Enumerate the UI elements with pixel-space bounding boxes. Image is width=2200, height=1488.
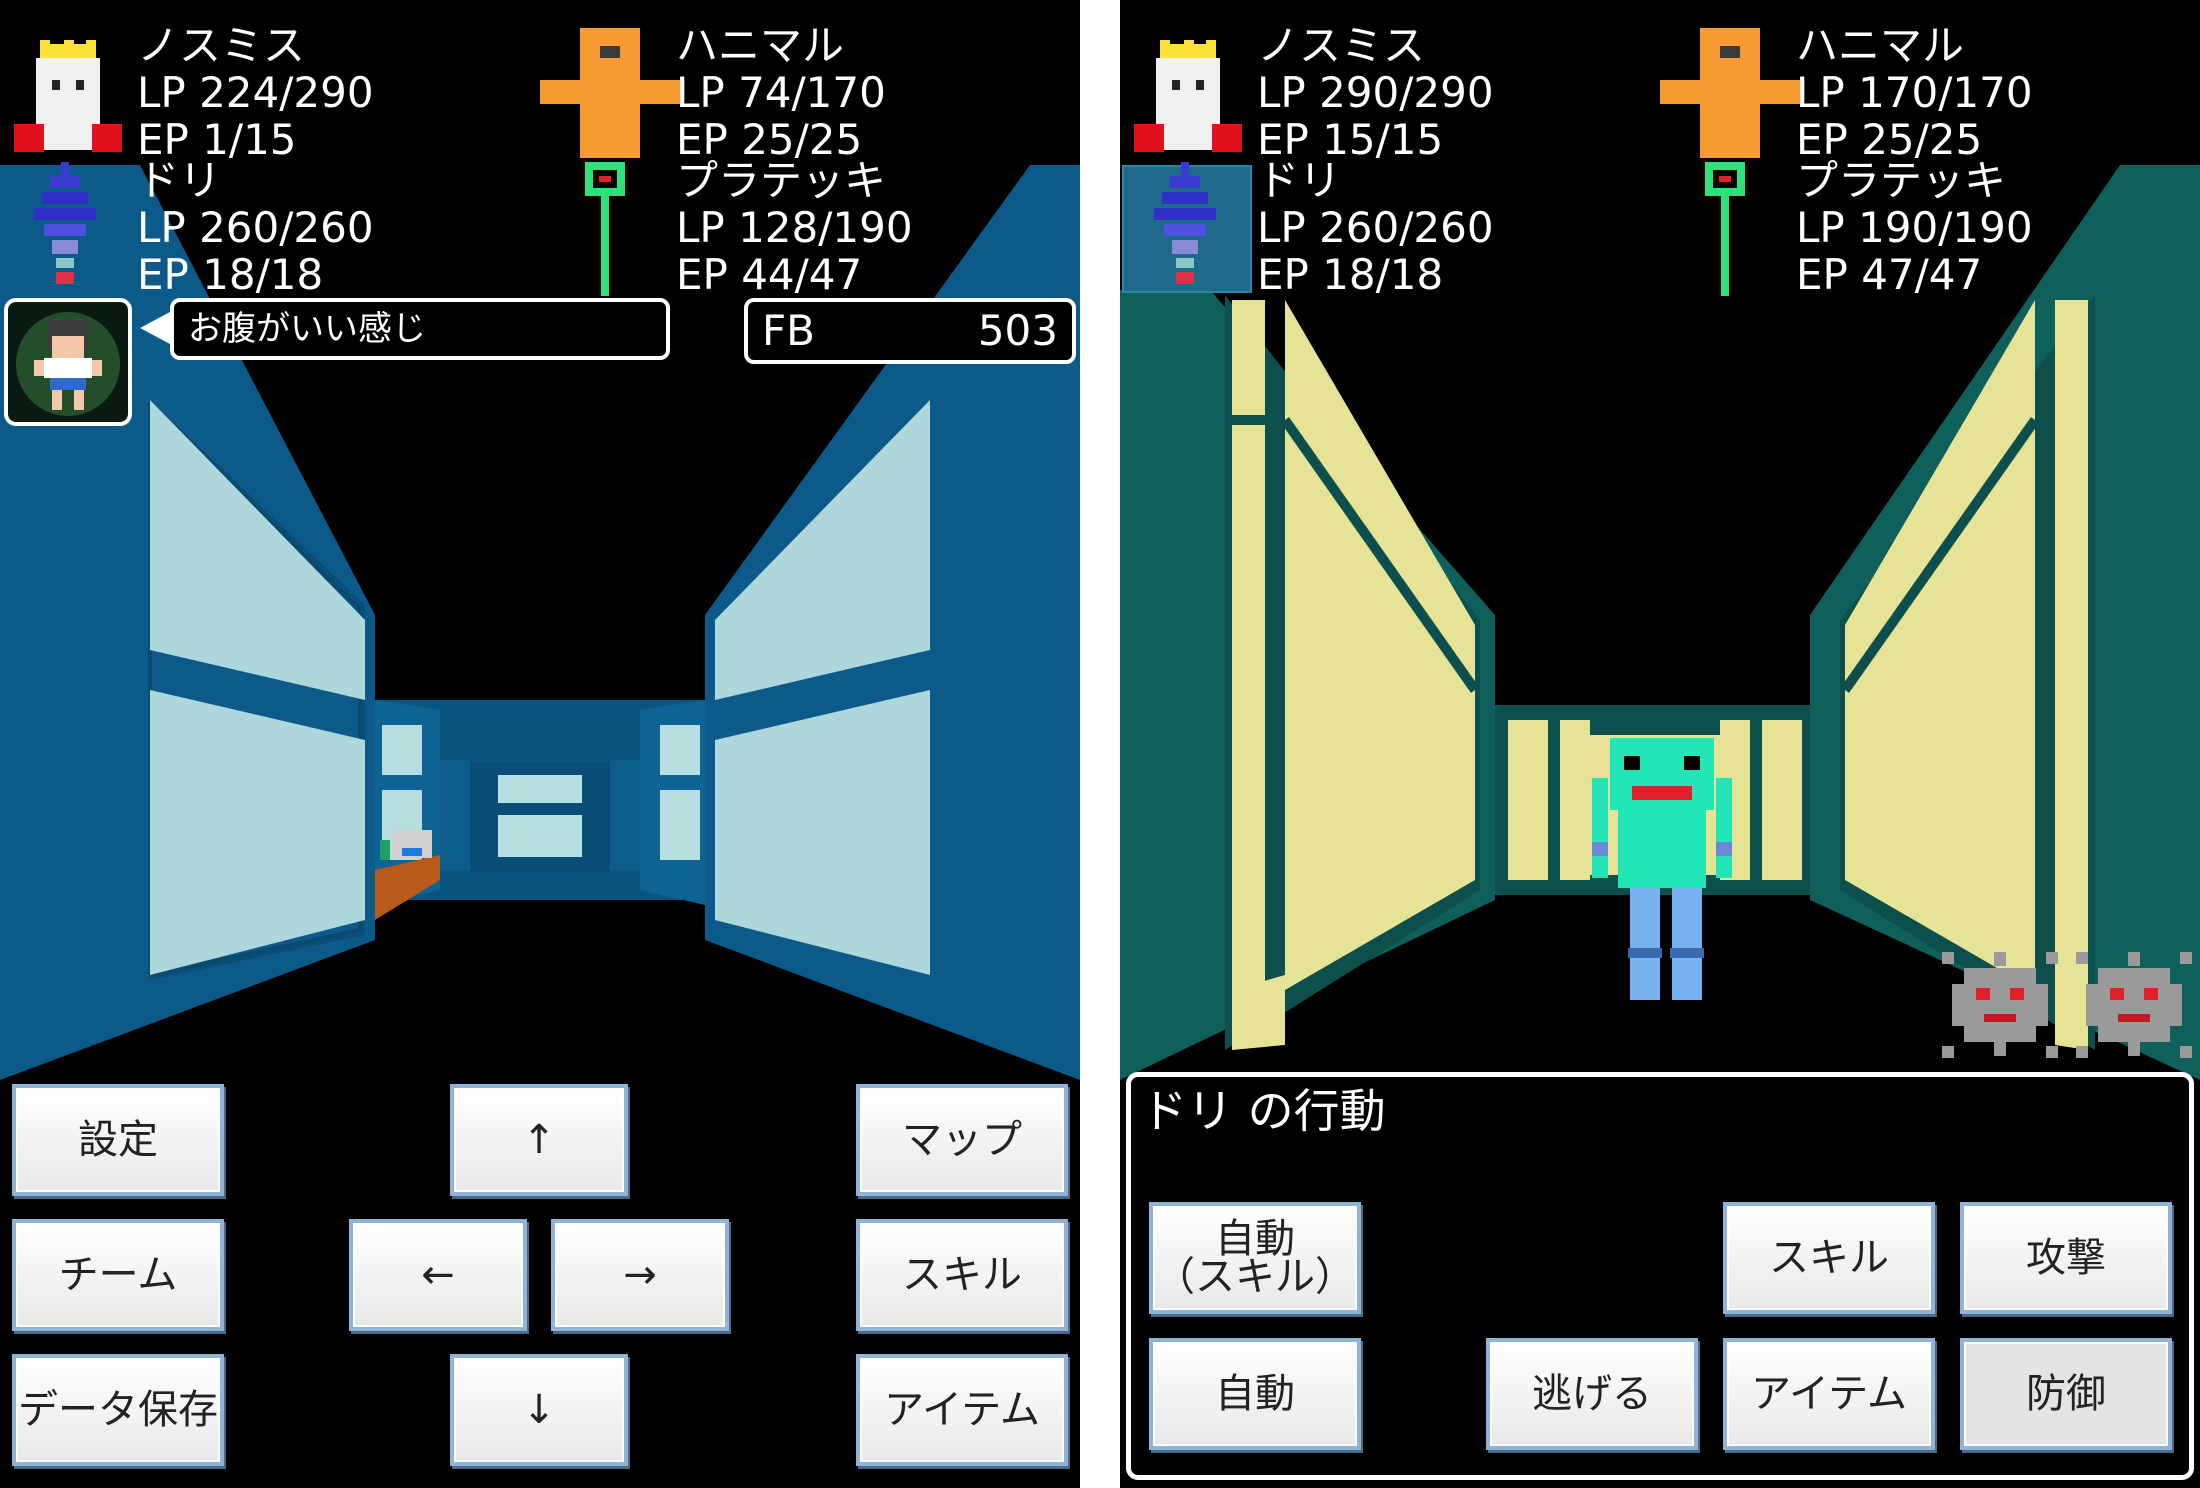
member-name: ノスミス <box>137 21 306 70</box>
member-name: ドリ <box>1257 156 1342 205</box>
member-ep: EP 15/15 <box>1257 115 1444 164</box>
party-status-hanimaru: ハニマル LP 170/170 EP 25/25 <box>1796 22 2033 163</box>
speech-tail <box>140 312 170 344</box>
turn-right-button[interactable]: → <box>551 1219 729 1331</box>
party-status-dori: ドリ LP 260/260 EP 18/18 <box>1257 157 1494 298</box>
item-button[interactable]: アイテム <box>856 1354 1068 1466</box>
member-name: ノスミス <box>1257 21 1426 70</box>
nosumisu-portrait <box>1134 40 1242 152</box>
flee-button[interactable]: 逃げる <box>1486 1338 1698 1450</box>
member-ep: EP 25/25 <box>676 115 863 164</box>
member-ep: EP 1/15 <box>137 115 297 164</box>
germ-enemy-2 <box>2076 952 2192 1058</box>
move-up-button[interactable]: ↑ <box>450 1084 628 1196</box>
party-status-nosumisu: ノスミス LP 224/290 EP 1/15 <box>137 22 374 163</box>
exploration-screen: ノスミス LP 224/290 EP 1/15 ハニマル LP 74/170 E… <box>0 0 1080 1488</box>
action-prompt: ドリ の行動 <box>1141 1084 1386 1138</box>
member-ep: EP 18/18 <box>1257 250 1444 299</box>
auto-skill-button[interactable]: 自動 （スキル） <box>1149 1202 1361 1314</box>
member-name: プラテッキ <box>1796 156 2007 205</box>
puratekki-portrait <box>585 162 625 296</box>
auto-skill-label-1: 自動 <box>1215 1216 1295 1262</box>
auto-skill-label-2: （スキル） <box>1155 1254 1355 1300</box>
player-avatar-icon <box>16 312 120 416</box>
party-status-puratekki: プラテッキ LP 190/190 EP 47/47 <box>1796 157 2033 298</box>
puratekki-portrait <box>1705 162 1745 296</box>
save-data-button[interactable]: データ保存 <box>12 1354 224 1466</box>
attack-button[interactable]: 攻撃 <box>1960 1202 2172 1314</box>
settings-button[interactable]: 設定 <box>12 1084 224 1196</box>
member-name: ハニマル <box>1796 21 1965 70</box>
party-status-nosumisu: ノスミス LP 290/290 EP 15/15 <box>1257 22 1494 163</box>
status-message: お腹がいい感じ <box>170 298 670 360</box>
map-button[interactable]: マップ <box>856 1084 1068 1196</box>
battle-screen: ノスミス LP 290/290 EP 15/15 ハニマル LP 170/170… <box>1120 0 2200 1488</box>
germ-enemy-1 <box>1942 952 2058 1058</box>
member-name: ハニマル <box>676 21 845 70</box>
member-name: プラテッキ <box>676 156 887 205</box>
member-lp: LP 190/190 <box>1796 203 2033 252</box>
fb-counter: FB 503 <box>744 298 1076 364</box>
fb-value: 503 <box>977 306 1058 355</box>
enemy-robot <box>1592 738 1732 1000</box>
member-lp: LP 170/170 <box>1796 68 2033 117</box>
skill-button[interactable]: スキル <box>856 1219 1068 1331</box>
dori-portrait <box>1154 162 1216 284</box>
team-button[interactable]: チーム <box>12 1219 224 1331</box>
member-lp: LP 128/190 <box>676 203 913 252</box>
party-status-hanimaru: ハニマル LP 74/170 EP 25/25 <box>676 22 886 163</box>
turn-left-button[interactable]: ← <box>349 1219 527 1331</box>
member-lp: LP 290/290 <box>1257 68 1494 117</box>
nosumisu-portrait <box>14 40 122 152</box>
battle-skill-button[interactable]: スキル <box>1723 1202 1935 1314</box>
auto-button[interactable]: 自動 <box>1149 1338 1361 1450</box>
hanimaru-portrait <box>1660 28 1800 158</box>
hanimaru-portrait <box>540 28 680 158</box>
dori-portrait <box>34 162 96 284</box>
fb-label: FB <box>762 306 815 355</box>
move-down-button[interactable]: ↓ <box>450 1354 628 1466</box>
member-ep: EP 47/47 <box>1796 250 1983 299</box>
member-ep: EP 18/18 <box>137 250 324 299</box>
dungeon-corridor-view <box>0 165 1080 1080</box>
battle-item-button[interactable]: アイテム <box>1723 1338 1935 1450</box>
party-status-puratekki: プラテッキ LP 128/190 EP 44/47 <box>676 157 913 298</box>
party-status-dori: ドリ LP 260/260 EP 18/18 <box>137 157 374 298</box>
screenshot-divider <box>1080 0 1120 1488</box>
member-name: ドリ <box>137 156 222 205</box>
member-ep: EP 25/25 <box>1796 115 1983 164</box>
member-lp: LP 260/260 <box>1257 203 1494 252</box>
member-lp: LP 224/290 <box>137 68 374 117</box>
player-avatar <box>4 298 132 426</box>
member-ep: EP 44/47 <box>676 250 863 299</box>
member-lp: LP 260/260 <box>137 203 374 252</box>
defend-button[interactable]: 防御 <box>1960 1338 2172 1450</box>
member-lp: LP 74/170 <box>676 68 886 117</box>
